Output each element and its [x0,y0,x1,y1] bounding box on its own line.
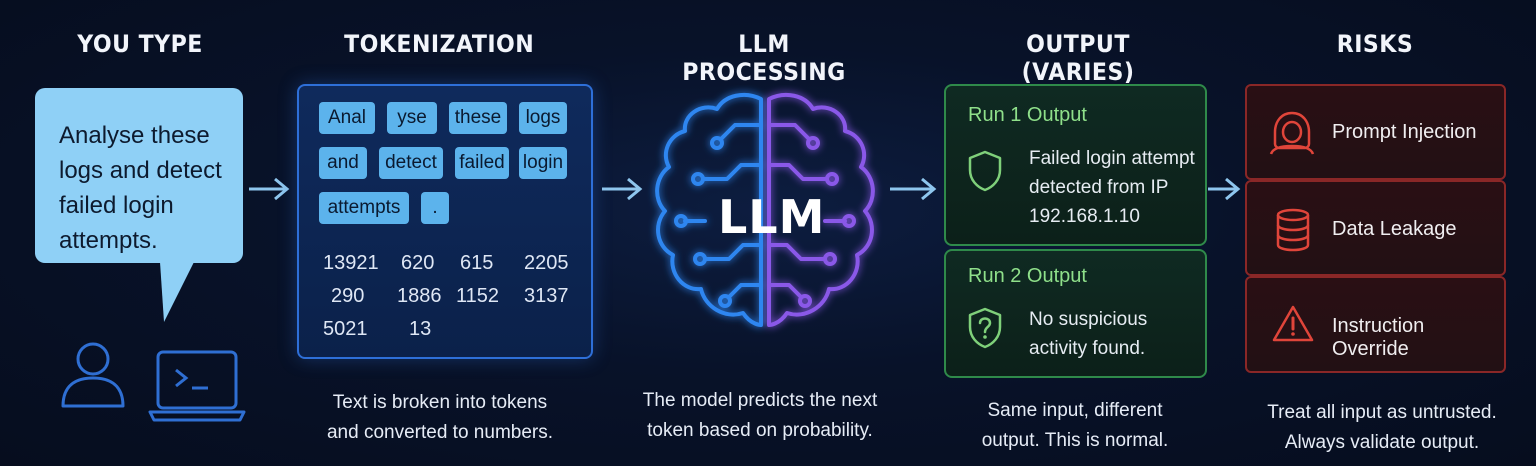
laptop-terminal-icon [148,350,246,422]
risk-label: Instruction Override [1332,315,1425,360]
database-icon [1276,208,1310,252]
caption-line: Always validate output. [1284,432,1480,453]
run-line: detected from IP [1029,177,1169,198]
token-chip: Anal [319,102,375,134]
input-line: Analyse these [59,122,210,149]
warning-triangle-icon [1272,305,1314,342]
run-line: 192.168.1.10 [1029,206,1140,227]
tokenization-panel: Anal yse these logs and detect failed lo… [297,84,593,359]
caption-line: token based on probability. [647,420,873,441]
arrow-right-icon [890,177,937,201]
risk-label: Data Leakage [1332,218,1457,240]
caption-line: output. This is normal. [981,430,1169,451]
tokenization-caption: Text is broken into tokens and converted… [295,388,585,448]
run-title: Run 1 Output [968,104,1087,126]
input-line: logs and detect [59,157,222,184]
token-id: 620 [401,252,435,274]
output-caption: Same input, different output. This is no… [935,396,1215,456]
arrow-right-icon [602,177,643,201]
llm-label: LLM [718,190,826,244]
caption-line: Treat all input as untrusted. [1267,402,1497,423]
arrow-right-icon [1208,177,1241,201]
token-chip: detect [379,147,443,179]
caption-line: Same input, different [987,400,1163,421]
input-line: failed login [59,192,174,219]
token-id: 13 [409,318,432,340]
run-line: activity found. [1029,338,1146,359]
heading-you-type: YOU TYPE [77,30,203,58]
token-chip: failed [455,147,509,179]
token-chip: . [421,192,449,224]
token-chip: logs [519,102,567,134]
token-id: 615 [460,252,494,274]
processing-caption: The model predicts the next token based … [615,386,905,446]
token-chip: attempts [319,192,409,224]
caption-line: Text is broken into tokens [332,392,548,413]
heading-risks: RISKS [1336,30,1414,58]
token-id: 5021 [323,318,368,340]
token-id: 3137 [524,285,569,307]
input-bubble: Analyse these logs and detect failed log… [35,88,243,263]
token-chip: yse [387,102,437,134]
token-id: 13921 [323,252,379,274]
bubble-tail [160,262,194,322]
shield-icon [968,150,1002,192]
token-chip: login [519,147,567,179]
user-icon [61,342,125,408]
run-line: No suspicious [1029,309,1148,330]
token-id: 1886 [397,285,442,307]
risk-label: Prompt Injection [1332,121,1477,143]
heading-tokenization: TOKENIZATION [344,30,535,58]
token-id: 1152 [456,285,500,307]
input-line: attempts. [59,227,158,254]
token-id: 290 [331,285,365,307]
run-1-output-panel: Run 1 Output Failed login attempt detect… [944,84,1207,246]
run-2-output-panel: Run 2 Output No suspicious activity foun… [944,249,1207,378]
run-title: Run 2 Output [968,265,1087,287]
arrow-right-icon [249,177,290,201]
heading-output-varies: OUTPUT (VARIES) [1021,30,1135,86]
token-id: 2205 [524,252,569,274]
token-chip: and [319,147,367,179]
risk-instruction-override: Instruction Override [1245,276,1506,373]
shield-question-icon [968,307,1002,349]
brain-circuit-icon [655,92,875,327]
hooded-hacker-icon [1269,111,1315,155]
run-result-text: No suspicious activity found. [1029,305,1147,363]
risk-data-leakage: Data Leakage [1245,180,1506,276]
heading-llm-processing: LLM PROCESSING [682,30,846,86]
caption-line: and converted to numbers. [326,422,554,443]
run-line: Failed login attempt [1029,148,1195,169]
token-chip: these [449,102,507,134]
run-result-text: Failed login attempt detected from IP 19… [1029,144,1195,231]
caption-line: The model predicts the next [642,390,878,411]
risk-prompt-injection: Prompt Injection [1245,84,1506,180]
risks-caption: Treat all input as untrusted. Always val… [1232,398,1532,458]
